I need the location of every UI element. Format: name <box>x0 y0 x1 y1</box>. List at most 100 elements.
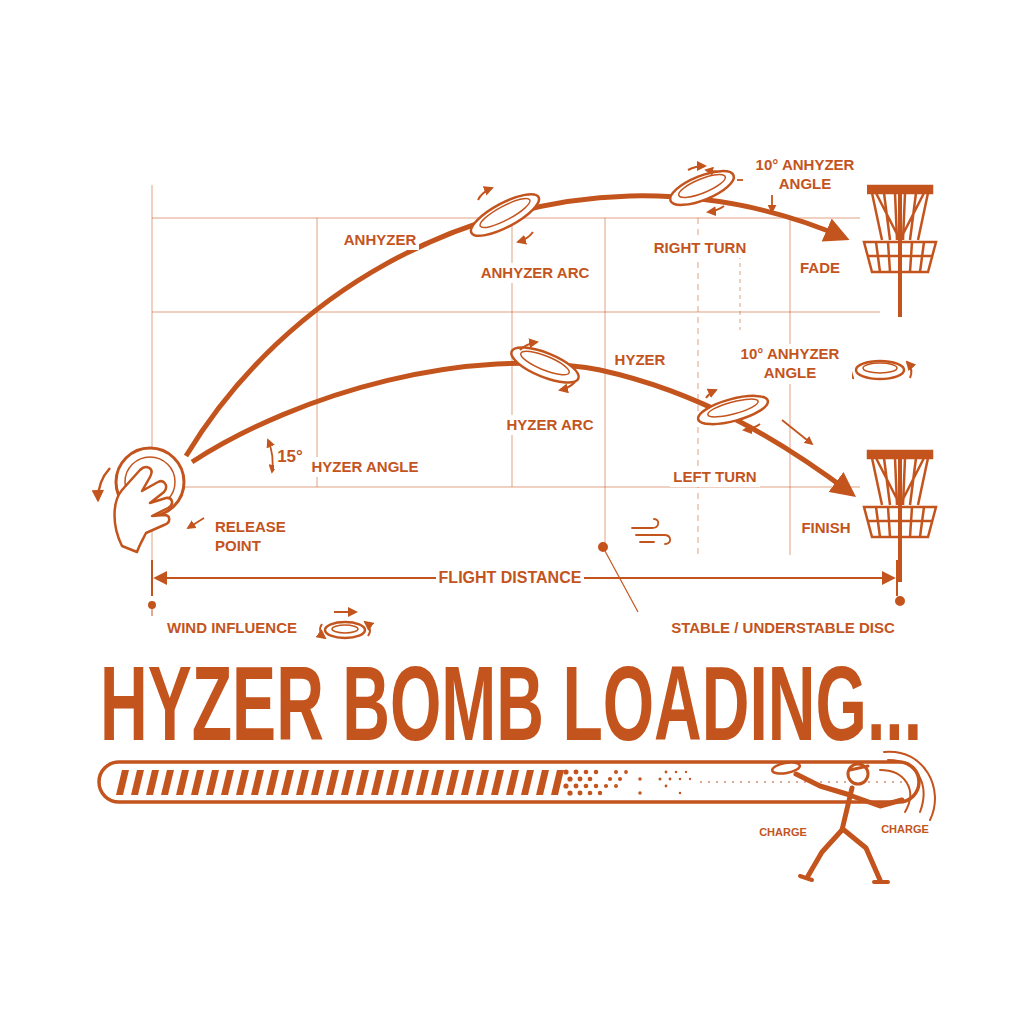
drawing-part <box>365 622 370 636</box>
drawing-part <box>477 194 533 233</box>
flight-paths <box>186 196 852 494</box>
drawing-part <box>844 830 880 880</box>
drawing-part <box>669 778 672 781</box>
drawing-part <box>614 784 618 788</box>
flight-label: STABLE / UNDERSTABLE DISC <box>668 618 898 639</box>
drawing-part <box>518 232 533 242</box>
drawing-part <box>624 770 628 774</box>
drawing-part <box>856 361 904 379</box>
drawing-part <box>560 382 575 390</box>
drawing-part <box>131 770 144 795</box>
drawing-part <box>868 451 932 458</box>
drawing-part <box>578 777 583 782</box>
drawing-part <box>638 791 642 795</box>
drawing-part <box>880 770 910 812</box>
drawing-part <box>116 770 129 795</box>
wind-icon <box>632 519 670 544</box>
drawing-part <box>796 774 850 795</box>
drawing-part <box>872 193 928 240</box>
drawing-part <box>176 770 189 795</box>
drawing-part <box>808 830 842 876</box>
flight-label: HYZER <box>612 350 669 371</box>
drawing-part <box>221 770 234 795</box>
drawing-part <box>567 790 572 795</box>
drawing-part <box>268 440 273 472</box>
flight-label: ANHYZER ARC <box>478 263 593 284</box>
drawing-part <box>186 196 845 456</box>
drawing-part <box>676 170 728 202</box>
drawing-part <box>679 778 682 781</box>
thrower-figure <box>771 752 935 882</box>
drawing-part <box>700 782 905 783</box>
drawing-part <box>884 752 935 820</box>
drawing-part <box>665 771 668 774</box>
drawing-part <box>852 796 902 806</box>
drawing-part <box>236 770 249 795</box>
drawing-part <box>706 390 716 398</box>
drawing-part <box>152 605 153 616</box>
drawing-part <box>848 764 868 784</box>
drawing-part <box>907 362 911 378</box>
grid <box>152 185 880 590</box>
drawing-part <box>598 791 602 795</box>
drawing-part <box>518 347 571 379</box>
drawing-part <box>604 784 608 788</box>
release-hand <box>98 448 204 552</box>
drawing-part <box>782 420 812 444</box>
drawing-part <box>356 770 369 795</box>
drawing-part <box>771 761 800 776</box>
drawing-part <box>151 560 153 596</box>
flight-label: 15° <box>274 445 306 468</box>
flight-label: ANHYZER <box>341 230 420 251</box>
drawing-part <box>563 783 568 788</box>
drawing-part <box>632 519 658 528</box>
drawing-part <box>679 792 682 795</box>
drawing-part <box>850 766 868 770</box>
drawing-part <box>341 770 354 795</box>
drawing-part <box>599 543 607 551</box>
drawing-part <box>689 778 691 780</box>
drawing-part <box>665 785 668 788</box>
flight-label: HYZER ARC <box>504 415 597 436</box>
flight-label: FLIGHT DISTANCE <box>436 567 585 589</box>
drawing-part <box>446 770 459 795</box>
drawing-part <box>740 255 741 330</box>
drawing-part <box>251 770 264 795</box>
drawing-part <box>416 770 429 795</box>
drawing-part <box>332 625 358 633</box>
drawing-part <box>152 312 880 313</box>
flight-label: HYZER ANGLE <box>309 457 422 478</box>
drawing-part <box>317 218 318 487</box>
drawing-part <box>461 770 474 795</box>
drawing-part <box>608 777 612 781</box>
drawing-part <box>386 770 399 795</box>
bar-stripes <box>116 769 691 795</box>
flight-label: FADE <box>797 258 843 279</box>
drawing-part <box>266 770 279 795</box>
drawing-part <box>605 218 606 548</box>
drawing-part <box>864 507 936 537</box>
drawing-part <box>146 770 159 795</box>
drawing-part <box>685 771 687 773</box>
flight-label: CHARGE <box>878 822 932 838</box>
drawing-part <box>206 770 219 795</box>
flight-label: RELEASE POINT <box>212 517 304 557</box>
basket <box>864 186 936 317</box>
drawing-part <box>800 876 888 882</box>
flight-label: RIGHT TURN <box>651 238 750 259</box>
drawing-part <box>507 340 583 389</box>
drawing-part <box>640 541 654 543</box>
angle-marks <box>268 170 812 472</box>
drawing-part <box>638 777 642 781</box>
drawing-part <box>521 770 534 795</box>
drawing-part <box>872 458 928 505</box>
drawing-part <box>578 791 583 796</box>
drawing-part <box>326 770 339 795</box>
drawing-part <box>567 776 572 781</box>
flight-label: WIND INFLUENCE <box>164 618 300 639</box>
drawing-part <box>666 164 738 212</box>
drawing-part <box>551 770 564 795</box>
title: HYZER BOMB LOADING... <box>100 650 922 756</box>
drawing-part <box>790 218 791 555</box>
